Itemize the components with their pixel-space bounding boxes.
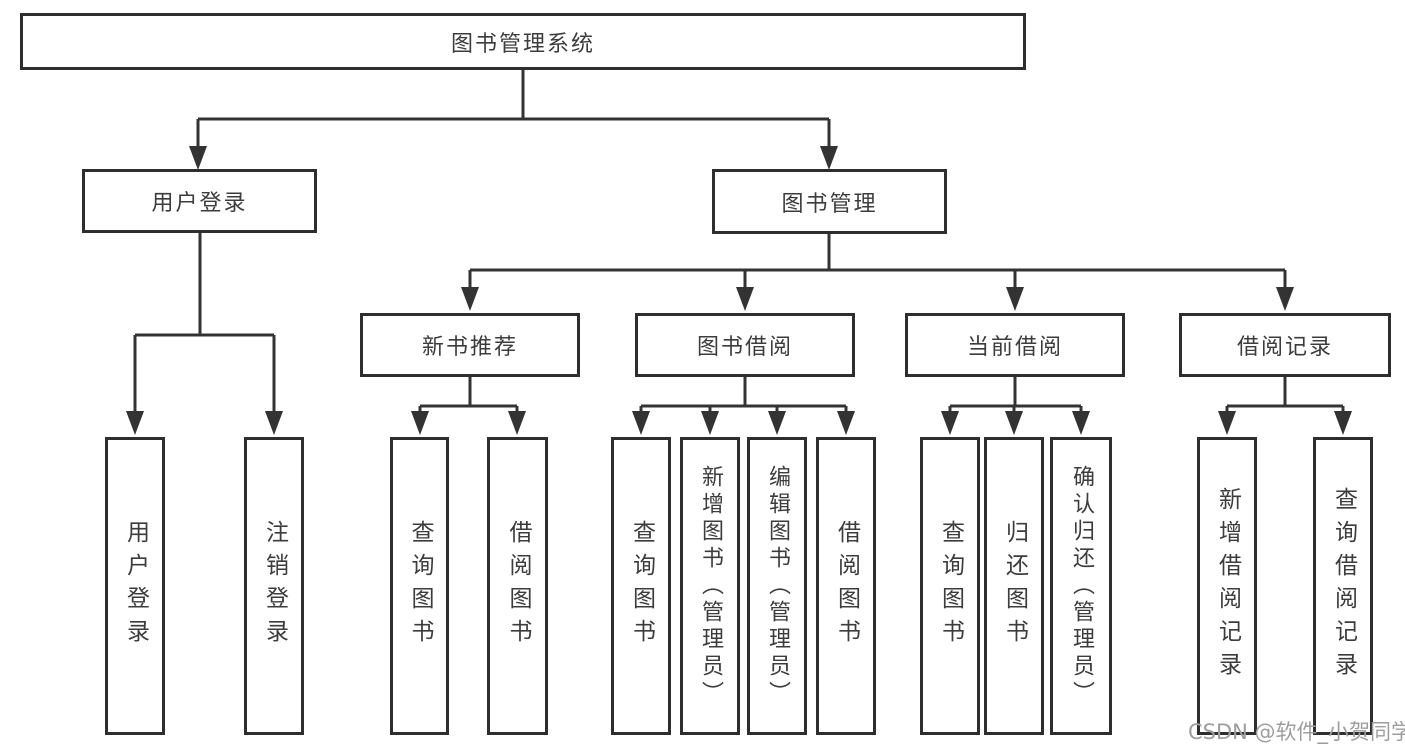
node-label: 新书推荐 xyxy=(421,335,518,360)
arrow-down-icon xyxy=(1006,287,1024,311)
arrow-down-icon xyxy=(820,146,838,170)
node-label: 查询图书 xyxy=(407,520,433,652)
node-label: 归还图书 xyxy=(1001,520,1028,652)
node-label: 图书管理 xyxy=(781,191,878,217)
leaf-borrow-books-recommend: 借阅图书 xyxy=(487,437,548,735)
node-label: 用户登录 xyxy=(151,191,248,216)
node-book-borrow: 图书借阅 xyxy=(635,313,855,377)
node-label: 图书管理系统 xyxy=(450,31,595,57)
arrow-down-icon xyxy=(126,411,144,435)
arrow-down-icon xyxy=(1276,287,1294,311)
node-book-management: 图书管理 xyxy=(712,169,947,234)
node-label: 借阅图书 xyxy=(505,520,531,652)
arrow-down-icon xyxy=(265,411,283,435)
arrow-down-icon xyxy=(768,411,786,435)
arrow-down-icon xyxy=(941,411,959,435)
arrow-down-icon xyxy=(1334,411,1352,435)
node-label: 借阅图书 xyxy=(833,520,860,652)
leaf-edit-book-admin: 编辑图书（管理员） xyxy=(747,437,807,735)
arrowheads xyxy=(126,146,1352,435)
node-label: 借阅记录 xyxy=(1236,335,1333,360)
node-label: 图书借阅 xyxy=(696,335,793,360)
arrow-down-icon xyxy=(508,411,526,435)
leaf-query-books-borrow: 查询图书 xyxy=(611,437,671,735)
node-label: 编辑图书（管理员） xyxy=(765,464,790,708)
node-current-borrow: 当前借阅 xyxy=(905,313,1125,377)
arrow-down-icon xyxy=(736,287,754,311)
leaf-query-borrow-record: 查询借阅记录 xyxy=(1313,437,1373,735)
node-label: 查询图书 xyxy=(937,520,964,652)
node-label: 查询图书 xyxy=(628,520,655,652)
arrow-down-icon xyxy=(461,287,479,311)
csdn-watermark: CSDN @软件_小贺同学 xyxy=(1188,720,1405,744)
node-system-root: 图书管理系统 xyxy=(20,13,1026,70)
leaf-confirm-return-admin: 确认归还（管理员） xyxy=(1050,437,1112,735)
connector-root-to-level2 xyxy=(196,70,831,148)
connector-current-borrow-children xyxy=(948,377,1083,413)
arrow-down-icon xyxy=(1218,411,1236,435)
arrow-down-icon xyxy=(1072,411,1090,435)
connector-user-login-children xyxy=(133,233,276,413)
node-label: 用户登录 xyxy=(122,520,149,652)
arrow-down-icon xyxy=(1005,411,1023,435)
node-label: 注销登录 xyxy=(261,520,288,652)
leaf-user-login: 用户登录 xyxy=(105,437,165,735)
connector-book-management-children xyxy=(468,234,1287,289)
node-label: 新增借阅记录 xyxy=(1214,487,1241,685)
connector-book-borrow-children xyxy=(639,377,848,413)
leaf-logout: 注销登录 xyxy=(244,437,304,735)
leaf-add-book-admin: 新增图书（管理员） xyxy=(680,437,740,735)
node-label: 新增图书（管理员） xyxy=(698,464,723,708)
node-label: 查询借阅记录 xyxy=(1330,487,1357,685)
leaf-query-books-recommend: 查询图书 xyxy=(390,437,449,735)
arrow-down-icon xyxy=(411,411,429,435)
leaf-borrow-books: 借阅图书 xyxy=(816,437,876,735)
arrow-down-icon xyxy=(189,146,207,170)
connector-borrow-records-children xyxy=(1225,377,1345,413)
node-label: 当前借阅 xyxy=(966,335,1063,360)
connector-new-book-recommend-children xyxy=(418,377,519,413)
leaf-return-book: 归还图书 xyxy=(984,437,1044,735)
node-borrow-records: 借阅记录 xyxy=(1179,313,1391,377)
arrow-down-icon xyxy=(632,411,650,435)
arrow-down-icon xyxy=(837,411,855,435)
node-user-login: 用户登录 xyxy=(82,169,317,233)
node-new-book-recommend: 新书推荐 xyxy=(360,313,580,377)
leaf-add-borrow-record: 新增借阅记录 xyxy=(1197,437,1257,735)
node-label: 确认归还（管理员） xyxy=(1069,464,1094,708)
arrow-down-icon xyxy=(701,411,719,435)
leaf-query-books-current: 查询图书 xyxy=(920,437,980,735)
